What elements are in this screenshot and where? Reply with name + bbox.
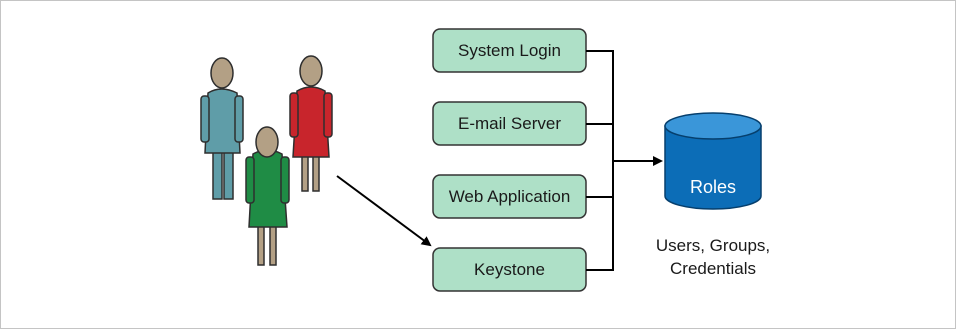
users-to-keystone-arrow: [336, 175, 432, 247]
person-icon: [245, 126, 290, 266]
database-icon: Roles: [664, 112, 762, 210]
service-web-application: Web Application: [432, 174, 587, 219]
users-group: [200, 55, 333, 266]
database-caption-line-1: Users, Groups,: [656, 236, 770, 255]
database-label: Roles: [690, 177, 736, 197]
service-system-login: System Login: [432, 28, 587, 73]
person-icon: [200, 57, 244, 200]
service-label: Web Application: [449, 187, 571, 206]
service-label: Keystone: [474, 260, 545, 279]
connector-bus: [586, 50, 614, 271]
service-keystone: Keystone: [432, 247, 587, 292]
service-label: System Login: [458, 41, 561, 60]
service-label: E-mail Server: [458, 114, 561, 133]
service-email-server: E-mail Server: [432, 101, 587, 146]
database-caption-line-2: Credentials: [670, 259, 756, 278]
person-icon: [289, 55, 333, 192]
